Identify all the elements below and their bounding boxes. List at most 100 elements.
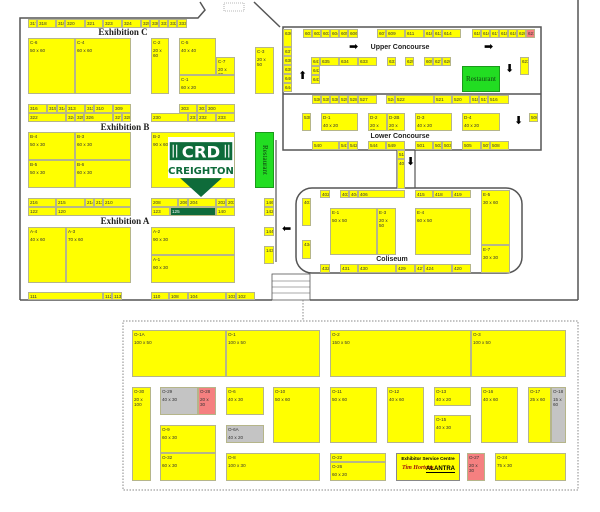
booth-606[interactable]: 606 xyxy=(348,29,358,38)
booth-208[interactable]: 208 xyxy=(151,198,178,207)
booth-643[interactable]: 643 xyxy=(311,75,320,84)
booth-610b[interactable]: 610B xyxy=(424,29,433,38)
booth-621[interactable]: 621 xyxy=(526,29,535,38)
booth-615[interactable]: 615 xyxy=(472,29,481,38)
booth-403[interactable]: 403 xyxy=(340,190,349,198)
booth-402[interactable]: 402 xyxy=(320,190,330,198)
booth-319[interactable]: 319 xyxy=(56,19,65,28)
booth-144[interactable]: 144 xyxy=(264,227,274,236)
booth-636[interactable]: 636 xyxy=(283,29,292,47)
booth-120[interactable]: 120 xyxy=(56,207,131,216)
booth-521[interactable]: 521 xyxy=(434,95,452,104)
restaurant-exhibition[interactable]: Restaurant xyxy=(255,132,274,188)
booth-143[interactable]: 143 xyxy=(264,246,274,264)
booth-204[interactable]: 204 xyxy=(188,198,216,207)
booth-323[interactable]: 323 xyxy=(103,19,122,28)
booth-110[interactable]: 110 xyxy=(151,292,169,300)
booth-502[interactable]: 502 xyxy=(433,141,442,150)
booth-603[interactable]: 603 xyxy=(321,29,330,38)
booth-232[interactable]: 232 xyxy=(197,113,216,122)
booth-315[interactable]: 315 xyxy=(47,104,57,113)
booth-329[interactable]: 329 xyxy=(141,19,150,28)
booth-607[interactable]: 607 xyxy=(377,29,386,38)
booth-210[interactable]: 210 xyxy=(103,198,131,207)
booth-609[interactable]: 609 xyxy=(386,29,405,38)
booth-540[interactable]: 540 xyxy=(312,141,339,150)
booth-620[interactable]: 620 xyxy=(517,29,526,38)
booth-303[interactable]: 303 xyxy=(179,104,197,113)
booth-326[interactable]: 326 xyxy=(84,113,113,122)
booth-233[interactable]: 233 xyxy=(216,113,235,122)
booth-637[interactable]: 637 xyxy=(283,47,292,56)
booth-318[interactable]: 318 xyxy=(37,19,56,28)
booth-614[interactable]: 614 xyxy=(442,29,461,38)
booth-104[interactable]: 104 xyxy=(188,292,226,300)
restaurant-concourse[interactable]: Restaurant xyxy=(462,66,500,92)
booth-530[interactable]: 530 xyxy=(330,95,339,104)
booth-528[interactable]: 528 xyxy=(348,95,358,104)
booth-507[interactable]: 507 xyxy=(481,141,490,150)
booth-501[interactable]: 501 xyxy=(415,141,433,150)
booth-325[interactable]: 325 xyxy=(75,113,84,122)
booth-644[interactable]: 644 xyxy=(283,83,292,92)
booth-206[interactable]: 206 xyxy=(178,198,188,207)
booth-640[interactable]: 640 xyxy=(283,74,292,83)
booth-108[interactable]: 108 xyxy=(169,292,188,300)
booth-314[interactable]: 314 xyxy=(57,104,66,113)
booth-639[interactable]: 639 xyxy=(283,65,292,74)
booth-331[interactable]: 331 xyxy=(159,19,168,28)
booth-518[interactable]: 518 xyxy=(470,95,479,104)
booth-516[interactable]: 516 xyxy=(488,95,509,104)
booth-626[interactable]: 626 xyxy=(442,57,451,66)
booth-627[interactable]: 627 xyxy=(433,57,442,66)
booth-434[interactable]: 434 xyxy=(302,240,311,259)
booth-333[interactable]: 333 xyxy=(177,19,187,28)
booth-322[interactable]: 322 xyxy=(28,113,66,122)
booth-418[interactable]: 418 xyxy=(433,190,452,198)
booth-142[interactable]: 142 xyxy=(264,207,274,216)
booth-415[interactable]: 415 xyxy=(415,190,433,198)
booth-230[interactable]: 230 xyxy=(151,113,188,122)
booth-602[interactable]: 602 xyxy=(312,29,321,38)
booth-613[interactable]: 613 xyxy=(433,29,442,38)
booth-609a[interactable]: 609A xyxy=(424,57,433,66)
booth-429[interactable]: 429 xyxy=(396,264,415,273)
booth-310[interactable]: 310 xyxy=(94,104,113,113)
booth-328[interactable]: 328 xyxy=(122,113,131,122)
booth-327[interactable]: 327 xyxy=(113,113,122,122)
booth-300[interactable]: 300 xyxy=(206,104,235,113)
booth-203[interactable]: 203 xyxy=(226,198,235,207)
booth-601[interactable]: 601 xyxy=(303,29,312,38)
booth-113[interactable]: 113 xyxy=(112,292,122,300)
booth-506b[interactable]: 506B xyxy=(529,113,538,122)
booth-432[interactable]: 432 xyxy=(320,264,330,273)
booth-332[interactable]: 332 xyxy=(168,19,177,28)
booth-214[interactable]: 214 xyxy=(85,198,94,207)
booth-122[interactable]: 122 xyxy=(28,207,56,216)
